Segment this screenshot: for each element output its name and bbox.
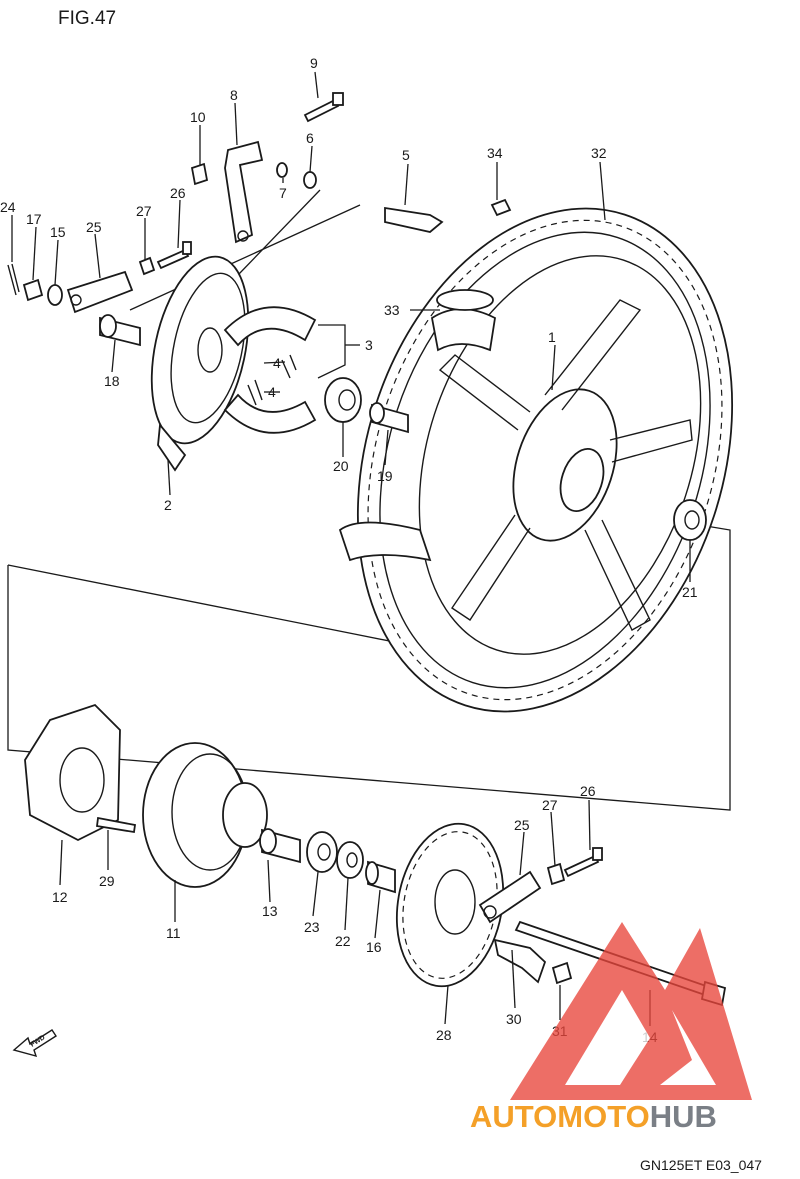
callout-16: 16 (366, 939, 382, 955)
callout-10: 10 (190, 109, 206, 125)
callout-19: 19 (377, 468, 393, 484)
callout-2: 2 (164, 497, 172, 513)
brake-arm-8 (224, 140, 264, 244)
washer-7 (276, 162, 288, 178)
figure-code: GN125ET E03_047 (640, 1157, 762, 1173)
callout-11: 11 (166, 925, 181, 941)
cushion-12 (24, 703, 121, 842)
callout-33: 33 (384, 302, 400, 318)
automotohub-watermark: AUTOMOTOHUB (470, 922, 752, 1134)
callout-20: 20 (333, 458, 349, 474)
rear-wheel (338, 207, 734, 713)
callout-22: 22 (335, 933, 351, 949)
bearing-23 (306, 831, 338, 873)
stud-29 (95, 816, 137, 834)
callout-28: 28 (436, 1027, 452, 1043)
figure-title: FIG.47 (58, 8, 116, 29)
callout-24: 24 (0, 199, 16, 215)
spacer-19 (369, 402, 409, 434)
callout-5: 5 (402, 147, 410, 163)
callout-26-lower: 26 (580, 783, 596, 799)
bolt-9 (303, 92, 344, 123)
seal-22 (336, 841, 364, 879)
callout-9: 9 (310, 55, 318, 71)
fwd-arrow-icon: FWD (12, 1029, 57, 1058)
callout-21: 21 (682, 584, 698, 600)
sleeve-18 (99, 314, 141, 347)
nut-31 (551, 961, 573, 985)
chain-adjuster-lower (478, 870, 542, 924)
callout-23: 23 (304, 919, 320, 935)
valve-5 (384, 206, 444, 233)
callout-13: 13 (262, 903, 278, 919)
bearing-21 (673, 499, 707, 541)
sprocket-drum-11 (142, 742, 268, 888)
watermark-text-hub: HUB (650, 1099, 717, 1134)
callout-34: 34 (487, 145, 503, 161)
watermark-text-automoto: AUTOMOTO (470, 1099, 650, 1134)
callout-26-upper: 26 (170, 185, 186, 201)
callout-4a: 4 (273, 355, 281, 371)
callout-27-upper: 27 (136, 203, 152, 219)
callout-27-lower: 27 (542, 797, 558, 813)
chain-adjuster-upper (66, 270, 134, 314)
sleeve-13 (259, 828, 301, 864)
spacer-16 (365, 860, 396, 894)
callout-25-upper: 25 (86, 219, 102, 235)
valve-cap-34 (490, 198, 512, 217)
callout-12: 12 (52, 889, 68, 905)
callout-30: 30 (506, 1011, 522, 1027)
bolt-26-lower (563, 847, 603, 878)
callout-25-lower: 25 (514, 817, 530, 833)
callout-17: 17 (26, 211, 42, 227)
watermark-triangle-logo (510, 922, 752, 1100)
rim-band (431, 289, 496, 352)
washer-15 (47, 284, 63, 306)
callout-3: 3 (365, 337, 373, 353)
callout-4b: 4 (268, 384, 276, 400)
brake-panel (150, 255, 250, 472)
callout-32: 32 (591, 145, 607, 161)
cotter-pin-24 (7, 263, 20, 296)
callout-1: 1 (548, 329, 556, 345)
nut-27-upper (138, 256, 156, 276)
bolt-26-upper (156, 241, 192, 270)
callout-7: 7 (279, 185, 287, 201)
nut-17 (22, 278, 44, 302)
callout-6: 6 (306, 130, 314, 146)
svg-text:AUTOMOTOHUB: AUTOMOTOHUB (470, 1099, 717, 1134)
brake-shoes (223, 306, 317, 434)
callout-18: 18 (104, 373, 120, 389)
callout-8: 8 (230, 87, 238, 103)
nut-27-lower (546, 862, 566, 886)
callout-15: 15 (50, 224, 66, 240)
callout-labels: 1 2 3 4 4 5 6 7 8 9 10 11 12 13 14 15 16… (0, 55, 698, 1045)
stopper-30 (493, 938, 547, 984)
nut-10 (190, 162, 209, 186)
leader-lines (11, 71, 691, 1026)
washer-6 (303, 171, 317, 189)
callout-29: 29 (99, 873, 115, 889)
bearing-20 (324, 377, 362, 423)
